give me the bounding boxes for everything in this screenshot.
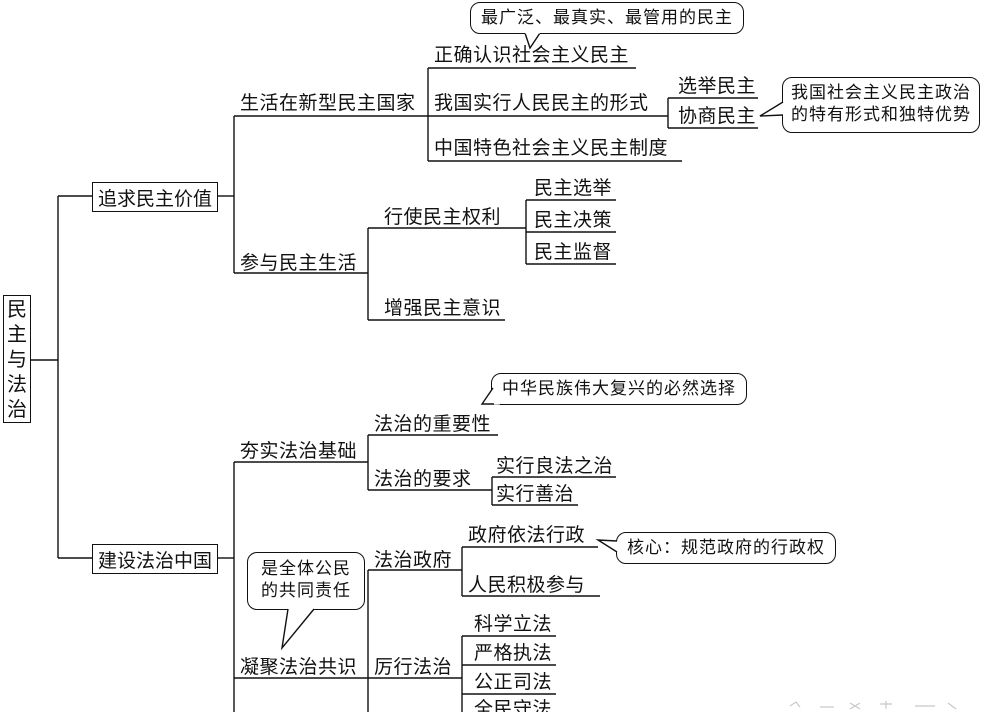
node-right: 民主决策	[534, 209, 613, 231]
node-participate: 参与民主生活	[240, 252, 358, 274]
root-char: 法	[7, 371, 27, 396]
node-practice-item: 全民守法	[474, 698, 553, 712]
node-right: 民主选举	[534, 177, 613, 199]
node-importance: 法治的重要性	[374, 413, 492, 435]
node-item: 中国特色社会主义民主制度	[434, 137, 669, 159]
callout-line: 的共同责任	[261, 581, 351, 601]
node-requirements: 法治的要求	[374, 468, 472, 490]
node-foundation: 夯实法治基础	[240, 440, 358, 462]
callout-broadest-democracy: 最广泛、最真实、最管用的民主	[470, 2, 744, 34]
node-practice-item: 科学立法	[474, 613, 553, 635]
root-char: 治	[7, 396, 27, 421]
node-right: 民主监督	[534, 241, 613, 263]
callout-line: 是全体公民	[261, 559, 351, 579]
node-form: 选举民主	[678, 75, 757, 97]
node-practice: 厉行法治	[374, 656, 453, 678]
node-item: 我国实行人民民主的形式	[434, 92, 649, 114]
branch-rule-of-law: 建设法治中国	[92, 544, 218, 574]
node-practice-item: 严格执法	[474, 642, 553, 664]
callout-line: 我国社会主义民主政治	[791, 83, 971, 103]
root-char: 主	[7, 321, 27, 346]
node-law-gov: 法治政府	[374, 549, 453, 571]
node-req-item: 实行良法之治	[496, 455, 614, 477]
node-consensus: 凝聚法治共识	[240, 656, 358, 678]
callout-line: 的特有形式和独特优势	[791, 105, 971, 125]
callout-rejuvenation: 中华民族伟大复兴的必然选择	[491, 373, 747, 405]
branch-democracy: 追求民主价值	[92, 182, 218, 212]
node-gov-item: 政府依法行政	[468, 524, 586, 546]
node-new-democracy: 生活在新型民主国家	[240, 92, 416, 114]
callout-consultative: 我国社会主义民主政治 的特有形式和独特优势	[782, 77, 980, 133]
root-char: 民	[7, 296, 27, 321]
node-req-item: 实行善治	[496, 483, 575, 505]
node-form: 协商民主	[678, 105, 757, 127]
node-exercise-rights: 行使民主权利	[384, 206, 502, 228]
node-practice-item: 公正司法	[474, 671, 553, 693]
node-item: 正确认识社会主义民主	[434, 44, 630, 66]
root-char: 与	[7, 346, 27, 371]
root-node: 民 主 与 法 治	[3, 295, 31, 423]
node-awareness: 增强民主意识	[384, 297, 502, 319]
node-gov-item: 人民积极参与	[468, 574, 586, 596]
